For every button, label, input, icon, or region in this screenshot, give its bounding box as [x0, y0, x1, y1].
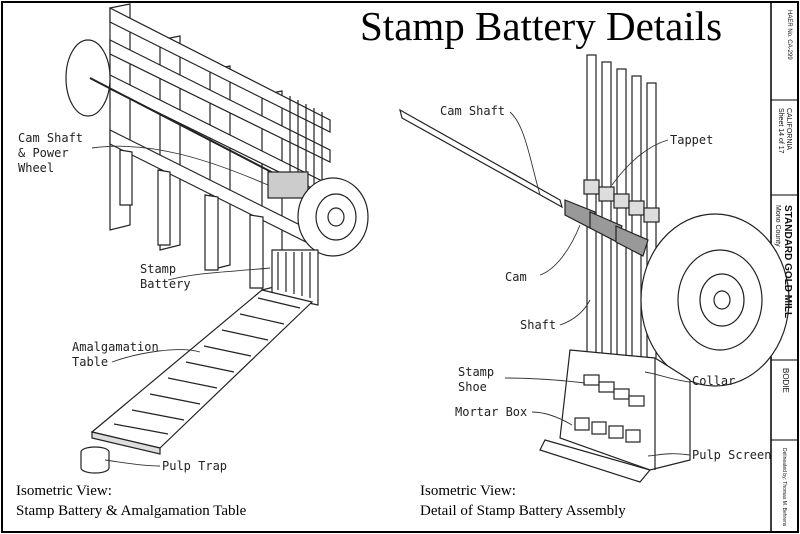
callout-line: Stamp — [458, 365, 495, 379]
collar — [583, 374, 600, 386]
caption-line: Isometric View: — [16, 483, 112, 499]
callout-line: Amalgamation — [72, 340, 159, 354]
callout-cam-shaft: Cam Shaft — [440, 104, 506, 118]
frame-leg — [119, 149, 133, 206]
title-block-delineator: Delineated by: Thomas M. Behrens — [781, 448, 787, 527]
table-hatch — [203, 345, 252, 357]
cam — [615, 225, 649, 257]
callout-cam: Cam — [505, 270, 527, 284]
table-hatch — [221, 329, 269, 341]
callout-shaft: Shaft — [520, 318, 557, 332]
caption-left: Isometric View: Stamp Battery & Amalgama… — [16, 482, 246, 521]
callout-collar: Collar — [692, 374, 736, 388]
table-hatch — [257, 297, 301, 309]
callout-line: Wheel — [18, 161, 55, 175]
leader-cam-shaft — [509, 111, 541, 196]
table-hatch — [239, 313, 285, 325]
callout-pulp-screen: Pulp Screen — [692, 448, 772, 462]
callout-stamp-shoe: Stamp Shoe — [458, 365, 494, 395]
leader-mortar-box — [531, 411, 573, 426]
leader-amalgamation-table — [111, 349, 201, 363]
frame-beam — [109, 39, 331, 163]
pulp-screen-window — [591, 421, 607, 435]
title-block-project-no: HAER No. CA-299 — [786, 10, 792, 60]
caption-line: Detail of Stamp Battery Assembly — [420, 502, 626, 519]
collar — [598, 381, 615, 393]
cam-cluster — [267, 171, 309, 199]
caption-line: Isometric View: — [420, 483, 516, 499]
table-hatch — [149, 393, 201, 405]
table-hatch — [167, 377, 218, 389]
frame-leg — [204, 194, 219, 271]
right-isometric-view — [399, 54, 790, 483]
pulp-screen-window — [608, 425, 624, 439]
title-block-mill-name: STANDARD GOLD MILL — [782, 205, 793, 319]
rear-power-wheel — [65, 39, 111, 117]
right-leader-lines — [504, 111, 691, 457]
stamp-battery-box — [271, 249, 319, 306]
tappet — [598, 186, 615, 202]
pulp-screen-window — [574, 417, 590, 431]
leader-stamp-battery — [167, 267, 271, 281]
callout-line: Table — [72, 355, 109, 369]
left-leader-lines — [91, 145, 271, 467]
leader-collar — [644, 371, 691, 383]
callout-line: Cam Shaft — [18, 131, 84, 145]
frame-leg — [157, 169, 171, 246]
caption-line: Stamp Battery & Amalgamation Table — [16, 502, 247, 519]
leader-pulp-screen — [647, 453, 691, 457]
callout-amalgamation-table: Amalgamation Table — [72, 340, 159, 370]
callout-line: Battery — [140, 277, 191, 291]
title-block-state: CALIFORNIA — [785, 108, 792, 151]
left-isometric-view — [65, 3, 369, 474]
leader-tappet — [611, 139, 669, 186]
tappet — [583, 179, 600, 195]
callout-line: & Power — [18, 146, 69, 160]
leader-shaft — [559, 299, 591, 326]
amalgamation-table-edge — [91, 431, 161, 455]
tappet — [628, 200, 645, 216]
front-power-wheel-axle — [327, 207, 345, 227]
leader-cam-shaft — [91, 145, 269, 186]
caption-right: Isometric View: Detail of Stamp Battery … — [420, 482, 626, 521]
leader-pulp-trap — [104, 459, 161, 467]
title-block-sheet: Sheet 14 of 17 — [777, 108, 784, 154]
callout-line: Stamp — [140, 262, 177, 276]
leader-cam — [539, 224, 581, 276]
mortar-apron — [539, 439, 652, 483]
leader-stamp-shoe — [504, 377, 586, 384]
callout-line: Shoe — [458, 380, 487, 394]
collar — [628, 395, 645, 407]
callout-pulp-trap: Pulp Trap — [162, 459, 228, 473]
large-pulley-axle — [713, 290, 731, 310]
callout-tappet: Tappet — [670, 133, 714, 147]
callout-mortar-box: Mortar Box — [455, 405, 528, 419]
table-hatch — [185, 361, 235, 373]
drawing-title: Stamp Battery Details — [360, 3, 723, 49]
title-block-site: BODIE — [781, 368, 790, 393]
frame-leg — [249, 214, 264, 289]
table-hatch — [113, 423, 169, 435]
callout-cam-shaft-power-wheel: Cam Shaft & Power Wheel — [18, 131, 83, 176]
callout-stamp-battery: Stamp Battery — [140, 262, 191, 292]
frame-beam — [109, 7, 331, 133]
collar — [613, 388, 630, 400]
pulp-screen-window — [625, 429, 641, 443]
tappet — [643, 207, 660, 223]
table-hatch — [131, 409, 185, 421]
pulp-trap-body — [80, 452, 110, 474]
tappet — [613, 193, 630, 209]
cam-shaft-long — [399, 108, 563, 209]
title-block-county: Mono County — [774, 205, 781, 247]
